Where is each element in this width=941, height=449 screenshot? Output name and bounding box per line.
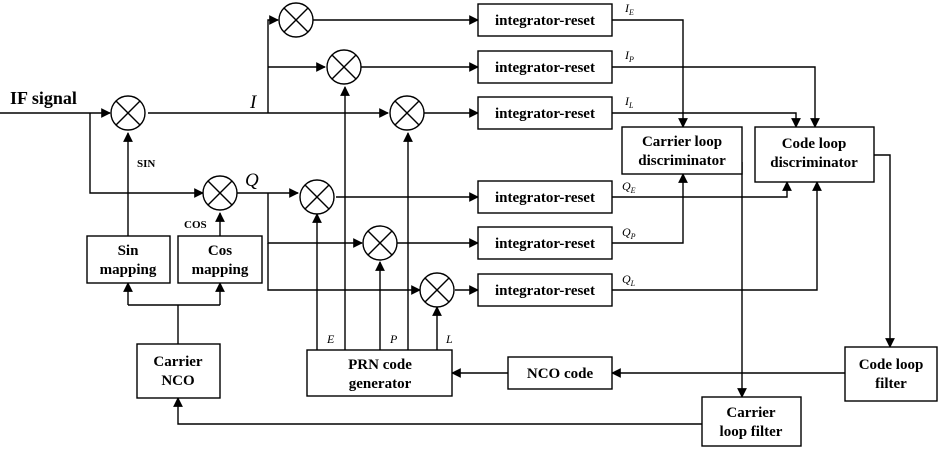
svg-text:discriminator: discriminator — [638, 153, 726, 169]
svg-text:integrator-reset: integrator-reset — [495, 283, 595, 299]
mixer-if-i — [110, 95, 146, 131]
sin-mapping: Sin mapping — [86, 235, 171, 284]
svg-text:integrator-reset: integrator-reset — [495, 106, 595, 122]
integrator-ie: integrator-reset IE — [477, 1, 634, 37]
code-loop-discriminator: Code loop discriminator — [754, 126, 875, 183]
svg-text:filter: filter — [875, 376, 907, 392]
integrator-ip: integrator-reset IP — [477, 48, 634, 84]
mixer-ql — [419, 272, 455, 308]
svg-text:loop filter: loop filter — [720, 424, 783, 440]
svg-text:integrator-reset: integrator-reset — [495, 190, 595, 206]
svg-text:QP: QP — [622, 225, 636, 241]
svg-text:integrator-reset: integrator-reset — [495, 236, 595, 252]
i-label: I — [249, 92, 258, 113]
cos-mapping: Cos mapping — [177, 235, 263, 284]
sin-label: SIN — [137, 158, 155, 170]
svg-text:IL: IL — [624, 94, 634, 110]
integrator-ql: integrator-reset QL — [477, 272, 636, 307]
svg-text:generator: generator — [349, 376, 412, 392]
mixer-qe — [299, 179, 335, 215]
cos-label: COS — [184, 219, 207, 231]
carrier-nco: Carrier NCO — [136, 343, 221, 399]
code-loop-filter: Code loop filter — [844, 346, 938, 402]
svg-text:integrator-reset: integrator-reset — [495, 60, 595, 76]
svg-text:IP: IP — [624, 48, 634, 64]
svg-text:Cos: Cos — [208, 243, 232, 259]
q-label: Q — [245, 170, 259, 191]
mixer-ip — [326, 49, 362, 85]
svg-text:discriminator: discriminator — [770, 155, 858, 171]
svg-text:Sin: Sin — [118, 243, 140, 259]
e-label: E — [326, 332, 335, 346]
svg-text:Code loop: Code loop — [859, 357, 924, 373]
mixer-ie — [278, 2, 314, 38]
mixer-il — [389, 95, 425, 131]
if-signal-label: IF signal — [10, 88, 77, 108]
svg-text:Carrier: Carrier — [726, 405, 775, 421]
svg-text:mapping: mapping — [100, 262, 157, 278]
svg-text:PRN code: PRN code — [348, 357, 412, 373]
nco-code: NCO code — [507, 356, 613, 390]
svg-text:QL: QL — [622, 272, 636, 288]
integrator-il: integrator-reset IL — [477, 94, 634, 130]
svg-text:NCO: NCO — [161, 373, 194, 389]
carrier-loop-discriminator: Carrier loop discriminator — [621, 126, 743, 175]
svg-text:Carrier: Carrier — [153, 354, 202, 370]
svg-text:Carrier loop: Carrier loop — [642, 134, 722, 150]
prn-code-generator: PRN code generator — [306, 349, 453, 397]
l-label: L — [445, 332, 453, 346]
wires — [0, 15, 895, 425]
mixer-qp — [362, 225, 398, 261]
svg-text:integrator-reset: integrator-reset — [495, 13, 595, 29]
integrator-qe: integrator-reset QE — [477, 179, 636, 214]
svg-text:mapping: mapping — [192, 262, 249, 278]
svg-text:QE: QE — [622, 179, 636, 195]
mixer-if-q — [202, 175, 238, 211]
svg-text:NCO code: NCO code — [527, 366, 594, 382]
carrier-loop-filter: Carrier loop filter — [701, 396, 802, 447]
svg-text:IE: IE — [624, 1, 634, 17]
integrator-qp: integrator-reset QP — [477, 225, 636, 260]
p-label: P — [389, 332, 398, 346]
svg-text:Code loop: Code loop — [782, 136, 847, 152]
